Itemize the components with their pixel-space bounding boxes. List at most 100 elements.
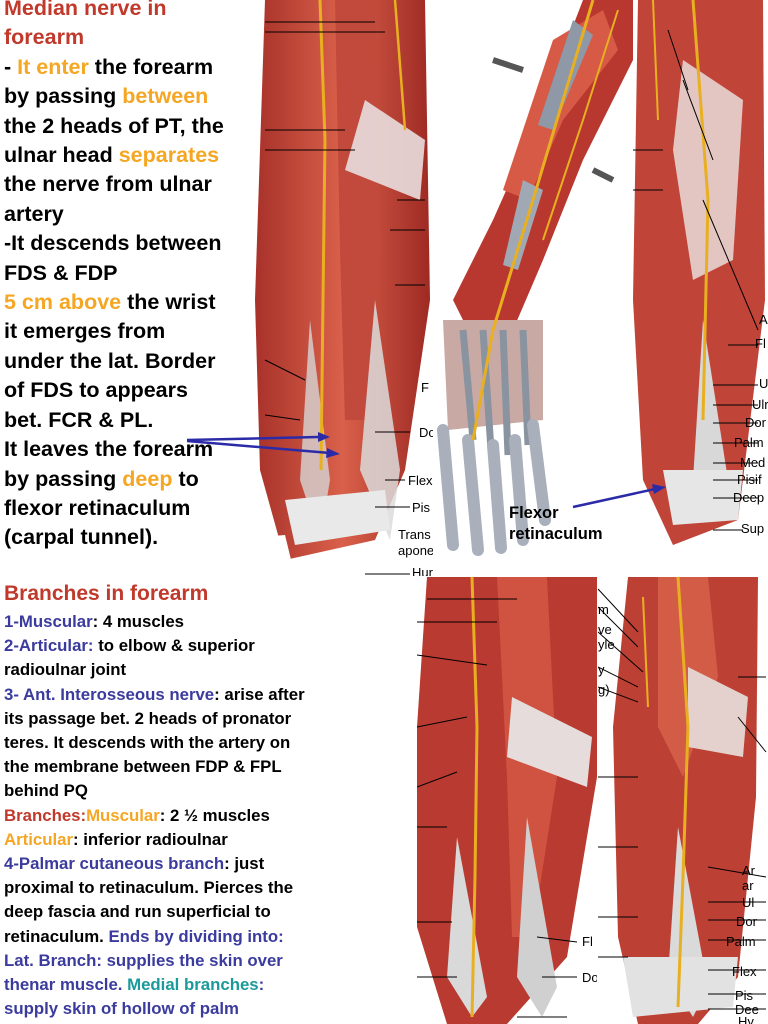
text-segment: : arise after	[214, 684, 305, 704]
label-fig5-fl: Fl	[582, 934, 593, 949]
highlight-text: It enter	[17, 54, 89, 79]
line-4: ulnar head separates	[4, 141, 274, 170]
branch-4-cont-1: proximal to retinaculum. Pierces the	[4, 878, 294, 898]
line-17: (carpal tunnel).	[4, 525, 159, 550]
label-fig3-palm: Palm	[734, 435, 764, 450]
branch-4-cont-5: thenar muscle. Medial branches:	[4, 973, 414, 997]
median-nerve-description: Median nerve in forearm - It enter the f…	[4, 0, 274, 553]
deep-forearm-drawing	[433, 0, 633, 556]
branch-3: 3- Ant. Interosseous nerve: arise after	[4, 683, 414, 707]
label-fig5-pis: Pis	[735, 988, 754, 1003]
line-16: flexor retinaculum	[4, 495, 191, 520]
forearm-muscle-illustration-1: F Do Flex Pis Trans apone Hur	[225, 0, 433, 576]
branch-4-cont-4: Lat. Branch: supplies the skin over	[4, 950, 283, 970]
line-8: FDS & FDP	[4, 260, 118, 285]
text-segment: :	[258, 975, 265, 995]
forearm-muscle-drawing	[225, 0, 433, 576]
text-segment: retinaculum.	[4, 926, 109, 946]
label-fig5-flex: Flex	[732, 964, 757, 979]
line-1: - It enter the forearm	[4, 53, 274, 82]
label-fig3-fl: Fl	[755, 336, 766, 351]
title-line-2: forearm	[4, 25, 85, 50]
arrow-head-3	[652, 484, 666, 494]
text-segment: by passing	[4, 84, 123, 109]
line-7: -It descends between	[4, 231, 222, 256]
line-13: bet. FCR & PL.	[4, 407, 154, 432]
branch-2: 2-Articular: to elbow & superior	[4, 634, 414, 658]
label-fig1-do: Do	[419, 425, 433, 440]
line-10: it emerges from	[4, 319, 166, 344]
branch-4-cont-3: retinaculum. Ends by dividing into:	[4, 925, 414, 949]
text-segment: to elbow & superior	[93, 636, 255, 656]
label-fig3-med: Med	[740, 455, 766, 470]
highlight-text: between	[122, 84, 209, 109]
line-2: by passing between	[4, 82, 274, 111]
arrow-line-1	[186, 435, 319, 442]
label-fig1-hur: Hur	[412, 565, 433, 576]
label-fig3-pisif: Pisif	[737, 472, 762, 487]
text-segment: Medial branches	[127, 975, 259, 995]
text-segment: : just	[224, 854, 265, 874]
text-segment: the wrist	[121, 290, 216, 315]
label-fig4-ve: ve	[598, 622, 612, 637]
branches-list: 1-Muscular: 4 muscles 2-Articular: to el…	[4, 610, 414, 1021]
branch-3-sub-1: Branches:Muscular: 2 ½ muscles	[4, 804, 414, 828]
label-fig1-f: F	[421, 380, 429, 395]
branch-4-cont-6: supply skin of hollow of palm	[4, 999, 239, 1019]
forearm-muscle-illustration-3: A Fl U Ulr Dor Palm Med Pisif Deep Sup	[633, 0, 768, 556]
forearm-median-nerve-drawing	[598, 577, 768, 1024]
branch-3-cont-3: the membrane between FDP & FPL	[4, 757, 282, 777]
text-segment: : inferior radioulnar	[73, 829, 228, 849]
line-5: the nerve from ulnar	[4, 172, 212, 197]
label-fig1-trans: Trans	[398, 527, 431, 542]
label-fig5-dee: Dee	[735, 1002, 759, 1017]
text-segment: by passing	[4, 466, 123, 491]
label-fig3-sup: Sup	[741, 521, 765, 536]
label-fig4-m: m	[598, 602, 609, 617]
label-fig1-apone: apone	[398, 543, 433, 558]
branch-1: 1-Muscular: 4 muscles	[4, 610, 414, 634]
text-segment: : 2 ½ muscles	[159, 805, 270, 825]
title-line-1: Median nerve in	[4, 0, 167, 20]
label-fig3-u: U	[759, 376, 768, 391]
text-segment: thenar muscle.	[4, 975, 128, 995]
label-fig5-ar2: ar	[742, 878, 754, 893]
flexor-retinaculum-label: Flexor retinaculum	[509, 503, 603, 545]
branch-3-cont-1: its passage bet. 2 heads of pronator	[4, 708, 292, 728]
forearm-nerve-illustration-2	[433, 0, 633, 556]
pointer-arrows	[186, 432, 666, 509]
line-6: artery	[4, 201, 64, 226]
branch-3-sub-2: Articular: inferior radioulnar	[4, 828, 414, 852]
label-fig1-flex: Flex	[408, 473, 433, 488]
forearm-superficial-drawing	[417, 577, 597, 1024]
text-segment: Muscular	[86, 805, 160, 825]
text-segment: Articular	[4, 829, 74, 849]
label-fig5-hy: Hy	[738, 1014, 754, 1024]
label-fig4-y: y	[598, 662, 605, 677]
label-fig3-dor: Dor	[745, 415, 766, 430]
branch-4: 4-Palmar cutaneous branch: just	[4, 852, 414, 876]
flexor-label-line-1: Flexor	[509, 504, 559, 522]
label-fig3-ulr: Ulr	[752, 397, 768, 412]
text-segment: Branches:	[4, 805, 87, 825]
line-15: by passing deep to	[4, 465, 274, 494]
branches-title: Branches in forearm	[4, 582, 209, 605]
text-segment: 2-Articular:	[4, 636, 94, 656]
text-segment: : 4 muscles	[92, 612, 185, 631]
line-12: of FDS to appears	[4, 378, 188, 403]
forearm-muscle-illustration-4: Fl Do	[417, 577, 597, 1024]
anterior-forearm-drawing	[633, 0, 768, 556]
text-segment: the forearm	[88, 54, 214, 79]
label-fig5-ul: Ul	[742, 895, 755, 910]
text-segment: Ends by dividing into:	[108, 926, 284, 946]
label-fig5-ar: Ar	[742, 863, 755, 878]
text-segment: to	[172, 466, 199, 491]
label-fig3-a: A	[759, 312, 768, 327]
highlight-text: deep	[122, 466, 173, 491]
branch-3-cont-4: behind PQ	[4, 781, 88, 801]
line-11: under the lat. Border	[4, 348, 216, 373]
label-fig4-yle: yle	[598, 637, 615, 652]
highlight-text: separates	[118, 143, 220, 168]
text-segment: 4-Palmar cutaneous branch	[4, 854, 225, 874]
arrow-head-2	[326, 448, 340, 458]
